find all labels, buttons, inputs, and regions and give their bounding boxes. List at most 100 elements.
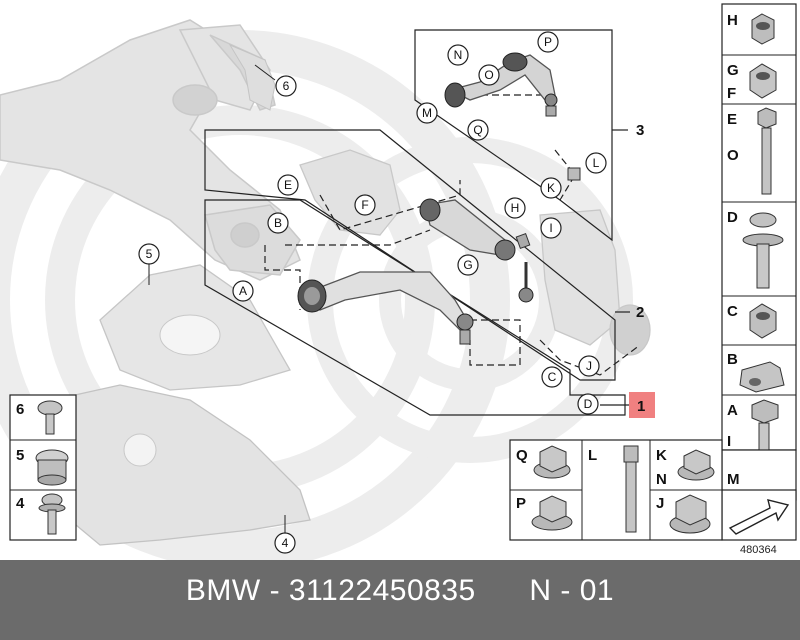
svg-text:E: E bbox=[284, 178, 292, 192]
hex-nut-icon bbox=[749, 63, 777, 99]
footer-brand: BMW bbox=[185, 574, 261, 607]
callout-B: B bbox=[267, 212, 289, 234]
assembly-1-label: 1 bbox=[637, 398, 645, 415]
callout-C: C bbox=[541, 366, 563, 388]
lower-control-arm bbox=[297, 271, 474, 345]
callout-5: 5 bbox=[138, 243, 160, 265]
svg-text:H: H bbox=[511, 201, 520, 215]
svg-text:Q: Q bbox=[473, 123, 482, 137]
callout-Q: Q bbox=[467, 119, 489, 141]
svg-text:4: 4 bbox=[282, 536, 289, 550]
right-panel-lower: M 480364 bbox=[721, 449, 797, 556]
diagram-stage: N P O M Q L K E F H I B G A J C D 5 6 4 … bbox=[0, 3, 797, 570]
svg-text:G: G bbox=[727, 62, 739, 79]
splined-bolt-icon bbox=[623, 445, 639, 533]
svg-text:H: H bbox=[727, 12, 738, 29]
svg-text:K: K bbox=[547, 181, 555, 195]
image-number: 480364 bbox=[740, 544, 777, 556]
bolt-washer-icon bbox=[38, 493, 66, 535]
footer-separator: - bbox=[269, 574, 281, 607]
svg-text:C: C bbox=[548, 370, 557, 384]
svg-text:B: B bbox=[274, 216, 282, 230]
svg-text:O: O bbox=[484, 68, 493, 82]
bottom-parts-panel: Q L K N P J bbox=[509, 439, 723, 541]
callout-6: 6 bbox=[275, 75, 297, 97]
torx-bolt-washer-icon bbox=[742, 212, 784, 289]
callout-O: O bbox=[478, 64, 500, 86]
callout-F: F bbox=[354, 194, 376, 216]
callout-H: H bbox=[504, 197, 526, 219]
assembly-2-label: 2 bbox=[636, 304, 644, 321]
svg-text:P: P bbox=[516, 495, 526, 512]
svg-text:E: E bbox=[727, 111, 737, 128]
knuckle-illustration bbox=[299, 149, 651, 356]
svg-text:D: D bbox=[727, 209, 738, 226]
footer-part-number: 31122450835 bbox=[288, 574, 476, 607]
footer-bar: BMW - 31122450835 N - 01 bbox=[0, 560, 800, 640]
assembly-2-outline bbox=[204, 129, 616, 381]
callout-N: N bbox=[447, 44, 469, 66]
screw-washer-icon bbox=[37, 400, 63, 435]
callout-G: G bbox=[457, 254, 479, 276]
footer-part-info: BMW - 31122450835 N - 01 bbox=[0, 574, 800, 608]
callout-E: E bbox=[277, 174, 299, 196]
callout-4: 4 bbox=[274, 532, 296, 554]
shield-5-hole bbox=[159, 314, 221, 356]
callout-I: I bbox=[540, 217, 562, 239]
callout-D: D bbox=[577, 393, 599, 415]
svg-text:I: I bbox=[549, 221, 552, 235]
svg-text:L: L bbox=[588, 447, 597, 464]
svg-text:F: F bbox=[361, 198, 368, 212]
svg-text:K: K bbox=[656, 447, 667, 464]
svg-text:M: M bbox=[727, 471, 740, 488]
svg-text:A: A bbox=[727, 402, 738, 419]
flange-nut-icon bbox=[533, 445, 571, 479]
svg-text:C: C bbox=[727, 303, 738, 320]
svg-text:G: G bbox=[463, 258, 472, 272]
right-parts-panel: H G F E O D C B A I bbox=[721, 3, 797, 494]
hex-bolt-icon bbox=[757, 107, 777, 195]
svg-text:M: M bbox=[422, 106, 432, 120]
callout-L: L bbox=[585, 152, 607, 174]
svg-text:J: J bbox=[656, 495, 664, 512]
svg-text:5: 5 bbox=[146, 247, 153, 261]
svg-text:4: 4 bbox=[16, 495, 25, 512]
shield-4-illustration bbox=[59, 384, 311, 546]
left-parts-panel: 6 5 4 bbox=[9, 394, 77, 541]
svg-text:F: F bbox=[727, 85, 736, 102]
hex-nut-flange-icon bbox=[751, 13, 775, 45]
svg-text:N: N bbox=[454, 48, 463, 62]
callout-K: K bbox=[540, 177, 562, 199]
svg-text:J: J bbox=[586, 359, 592, 373]
parts-diagram: N P O M Q L K E F H I B G A J C D 5 6 4 … bbox=[0, 3, 797, 570]
collar-nut-icon bbox=[531, 495, 573, 531]
footer-position: N - 01 bbox=[529, 574, 615, 607]
self-locking-nut-icon bbox=[749, 303, 777, 339]
bracket-6-illustration bbox=[228, 43, 276, 111]
callout-P: P bbox=[537, 31, 559, 53]
svg-text:L: L bbox=[593, 156, 600, 170]
svg-text:D: D bbox=[584, 397, 593, 411]
assembly-1-outline bbox=[204, 199, 626, 416]
svg-text:N: N bbox=[656, 471, 667, 488]
callout-M: M bbox=[416, 102, 438, 124]
svg-text:6: 6 bbox=[283, 79, 290, 93]
svg-text:5: 5 bbox=[16, 447, 24, 464]
shield-4-hole bbox=[123, 433, 157, 467]
callout-J: J bbox=[578, 355, 600, 377]
assembly-3-label: 3 bbox=[636, 122, 644, 139]
plug-cap-icon bbox=[35, 449, 69, 486]
callout-A: A bbox=[232, 280, 254, 302]
assembly-1-highlight bbox=[629, 392, 655, 418]
clip-nut-icon bbox=[739, 361, 785, 393]
collar-nut-large-icon bbox=[669, 494, 711, 534]
svg-text:B: B bbox=[727, 351, 738, 368]
svg-text:6: 6 bbox=[16, 401, 24, 418]
upper-wishbone bbox=[444, 52, 581, 181]
assembly-3-outline bbox=[414, 29, 613, 242]
svg-text:P: P bbox=[544, 35, 552, 49]
svg-text:Q: Q bbox=[516, 447, 528, 464]
svg-text:A: A bbox=[239, 284, 247, 298]
svg-text:I: I bbox=[727, 433, 731, 450]
direction-arrow-icon bbox=[728, 499, 790, 535]
